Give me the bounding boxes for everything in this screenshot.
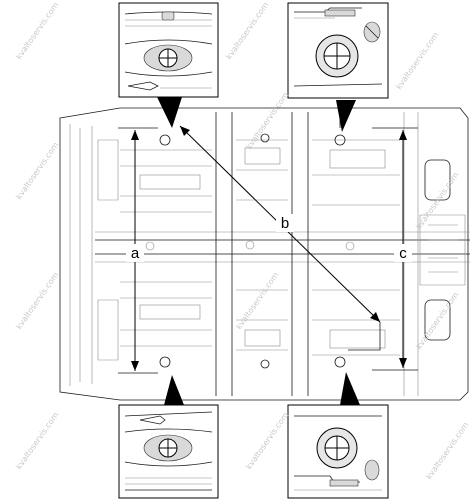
watermark: kvaltoservis.com bbox=[414, 290, 460, 351]
watermark: kvaltoservis.com bbox=[414, 170, 460, 231]
watermark: kvaltoservis.com bbox=[14, 140, 60, 201]
label-b: b bbox=[281, 215, 289, 232]
watermark: kvaltoservis.com bbox=[14, 410, 60, 471]
detail-callout-top-right bbox=[287, 2, 389, 99]
watermark: kvaltoservis.com bbox=[14, 270, 60, 331]
plug-hole-icon bbox=[316, 427, 358, 469]
pointer-icon bbox=[336, 100, 356, 132]
plug-hole-icon bbox=[158, 48, 178, 68]
watermark: kvaltoservis.com bbox=[424, 420, 470, 481]
detail-callout-top-left bbox=[118, 2, 219, 98]
watermarks: kvaltoservis.com kvaltoservis.com kvalto… bbox=[14, 0, 470, 481]
dimension-c bbox=[372, 127, 418, 371]
detail-callout-bottom-right bbox=[287, 404, 389, 499]
detail-callout-bottom-left bbox=[118, 404, 219, 499]
watermark: kvaltoservis.com bbox=[394, 30, 440, 91]
pointer-icon bbox=[157, 97, 182, 128]
plug-hole-icon bbox=[315, 34, 359, 78]
label-a: a bbox=[131, 245, 140, 262]
plug-hole-icon bbox=[158, 438, 178, 458]
pointer-icon bbox=[164, 375, 184, 405]
watermark: kvaltoservis.com bbox=[244, 410, 290, 471]
watermark: kvaltoservis.com bbox=[224, 0, 270, 61]
dimension-b bbox=[179, 125, 381, 323]
watermark: kvaltoservis.com bbox=[14, 0, 60, 61]
pointer-icon bbox=[340, 372, 360, 405]
dimension-a bbox=[118, 127, 158, 374]
watermark: kvaltoservis.com bbox=[234, 270, 280, 331]
watermark: kvaltoservis.com bbox=[244, 90, 290, 151]
label-c: c bbox=[399, 245, 407, 262]
